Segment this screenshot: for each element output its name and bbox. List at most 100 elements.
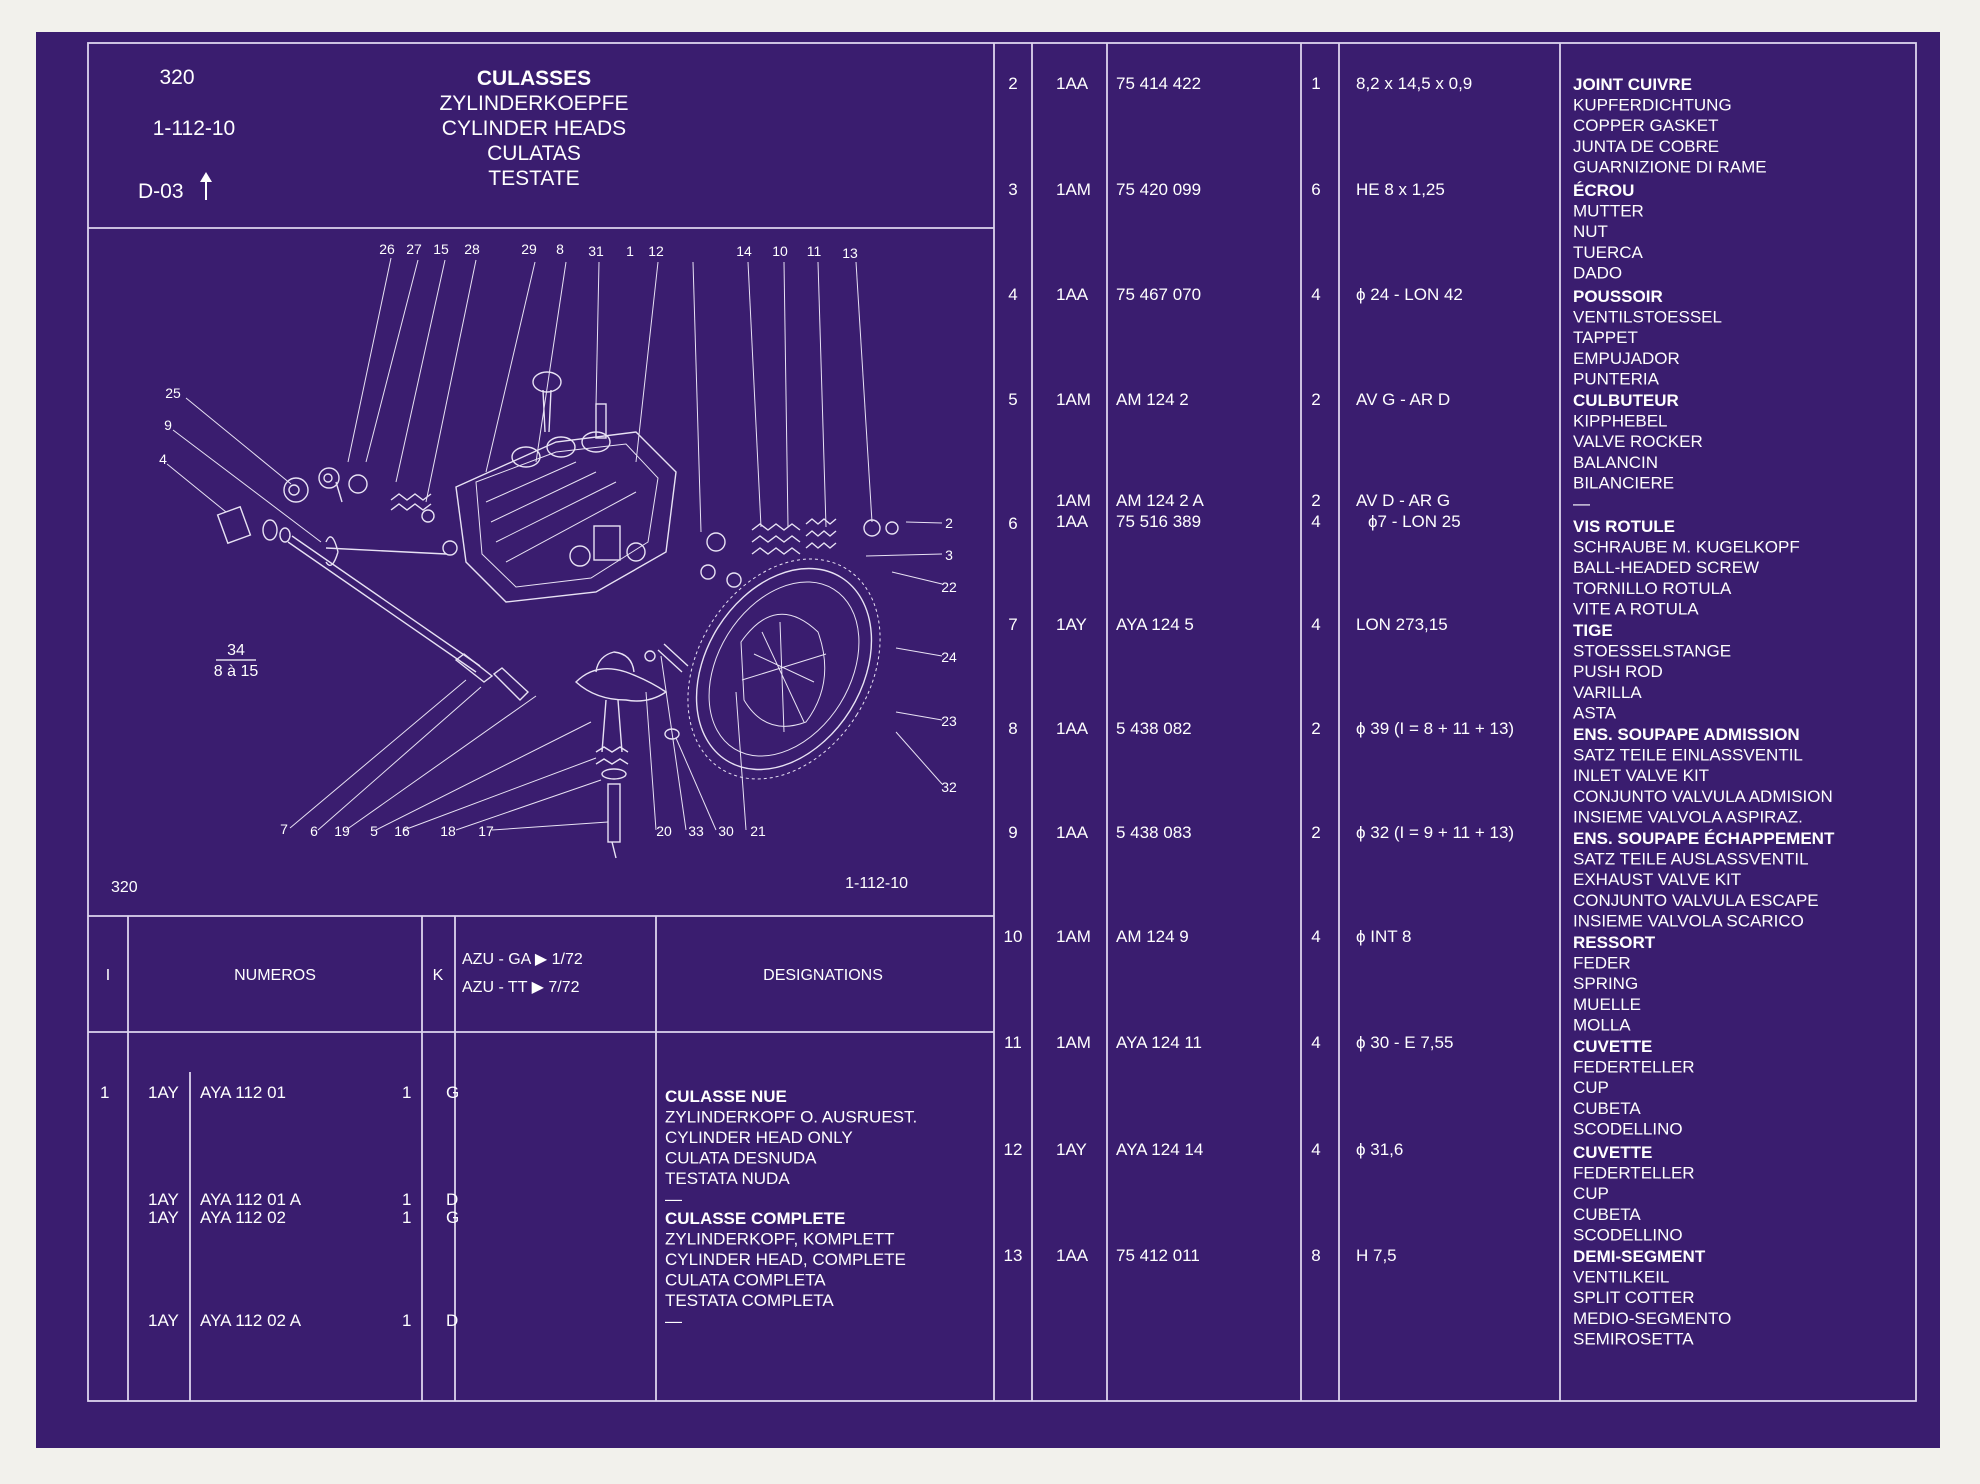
row-quantity: 1 xyxy=(402,1190,411,1209)
diagram-caption-left: 320 xyxy=(111,879,138,896)
callout-number: 14 xyxy=(736,243,752,259)
designation-line: ZYLINDERKOPF O. AUSRUEST. xyxy=(665,1108,917,1127)
row-index: 5 xyxy=(1008,390,1017,409)
row-part-number: 75 420 099 xyxy=(1116,180,1201,199)
row-part-number: 5 438 082 xyxy=(1116,719,1192,738)
callout-number: 19 xyxy=(334,823,350,839)
row-index: 8 xyxy=(1008,719,1017,738)
designation-line: TORNILLO ROTULA xyxy=(1573,579,1732,598)
designation-line: KUPFERDICHTUNG xyxy=(1573,96,1732,115)
designation-line: PUSH ROD xyxy=(1573,662,1663,681)
designation-line: CONJUNTO VALVULA ESCAPE xyxy=(1573,891,1819,910)
callout-number: 9 xyxy=(164,417,172,433)
row-index: 7 xyxy=(1008,615,1017,634)
row-prefix-2: 1AA xyxy=(1056,512,1089,531)
title-de: ZYLINDERKOEPFE xyxy=(439,92,628,115)
designation-line: SCHRAUBE M. KUGELKOPF xyxy=(1573,538,1800,557)
designation-title: TIGE xyxy=(1573,621,1613,640)
row-prefix: 1AM xyxy=(1056,390,1091,409)
designation-line: SATZ TEILE AUSLASSVENTIL xyxy=(1573,850,1809,869)
row-spec: AV G - AR D xyxy=(1356,390,1450,409)
row-quantity-2: 4 xyxy=(1311,512,1320,531)
row-part-number: 75 467 070 xyxy=(1116,285,1201,304)
row-quantity: 4 xyxy=(1311,927,1320,946)
designation-block: CULASSE COMPLETE ZYLINDERKOPF, KOMPLETT … xyxy=(665,1209,906,1331)
table-header: I NUMEROS K AZU - GA ▶ 1/72 AZU - TT ▶ 7… xyxy=(106,951,883,996)
row-spec: ϕ 31,6 xyxy=(1356,1140,1403,1159)
designation-title: CULASSE NUE xyxy=(665,1087,787,1106)
row-part-number: AYA 124 11 xyxy=(1116,1033,1202,1052)
designation-title: VIS ROTULE xyxy=(1573,517,1675,536)
callout-number: 12 xyxy=(648,243,664,259)
callout-number: 31 xyxy=(588,243,604,259)
callout-number: 11 xyxy=(807,243,822,259)
row-spec: ϕ 24 - LON 42 xyxy=(1356,285,1463,304)
callout-number: 15 xyxy=(433,241,449,257)
designation-line: PUNTERIA xyxy=(1573,369,1660,388)
designation-line: CULATA DESNUDA xyxy=(665,1149,817,1168)
designation-line: SCODELLINO xyxy=(1573,1225,1683,1244)
designation-line: CULATA COMPLETA xyxy=(665,1271,826,1290)
row-prefix: 1AM xyxy=(1056,180,1091,199)
row-prefix: 1AA xyxy=(1056,285,1089,304)
row-spec: AV D - AR G xyxy=(1356,491,1450,510)
callout-number: 16 xyxy=(394,823,410,839)
callout-number: 33 xyxy=(688,823,704,839)
designation-line: MOLLA xyxy=(1573,1015,1631,1034)
callout-number: 13 xyxy=(842,245,858,261)
row-part-number: AM 124 9 xyxy=(1116,927,1189,946)
designation-line: — xyxy=(665,1312,682,1331)
page-number: 320 xyxy=(159,66,194,89)
designation-line: NUT xyxy=(1573,222,1608,241)
table-row: 1AY AYA 112 02 1 G xyxy=(148,1208,459,1227)
designation-line: CUBETA xyxy=(1573,1205,1641,1224)
sheet-drawing: 320 1-112-10 D-03 CULASSES ZYLINDERKOEPF… xyxy=(87,42,1917,1402)
row-spec: ϕ 32 (I = 9 + 11 + 13) xyxy=(1356,823,1514,842)
callout-number: 32 xyxy=(941,779,957,795)
designation-line: ASTA xyxy=(1573,703,1617,722)
row-spec: HE 8 x 1,25 xyxy=(1356,180,1445,199)
designation-title: CUVETTE xyxy=(1573,1037,1652,1056)
diagram-linework xyxy=(166,257,943,859)
row-spec: ϕ 30 - E 7,55 xyxy=(1356,1033,1453,1052)
designation-line: TESTATA COMPLETA xyxy=(665,1291,834,1310)
designation-line: VENTILKEIL xyxy=(1573,1268,1669,1287)
left-parts-table: 1 1AY AYA 112 01 1 G 1AY AYA 112 01 A 1 … xyxy=(100,1083,459,1330)
designation-line: INSIEME VALVOLA ASPIRAZ. xyxy=(1573,807,1803,826)
callout-number: 8 xyxy=(556,241,564,257)
callout-number: 17 xyxy=(478,823,494,839)
callout-number: 10 xyxy=(772,243,788,259)
row-prefix: 1AY xyxy=(148,1190,179,1209)
row-k: G xyxy=(446,1208,459,1227)
designation-line: EMPUJADOR xyxy=(1573,349,1680,368)
callout-number: 7 xyxy=(280,821,288,837)
designation-block: POUSSOIRVENTILSTOESSELTAPPETEMPUJADORPUN… xyxy=(1573,287,1722,388)
designation-title: ENS. SOUPAPE ÉCHAPPEMENT xyxy=(1573,829,1835,848)
designation-title: POUSSOIR xyxy=(1573,287,1663,306)
designation-line: JUNTA DE COBRE xyxy=(1573,137,1719,156)
callout-number: 28 xyxy=(464,241,480,257)
row-part-number: 5 438 083 xyxy=(1116,823,1192,842)
callout-number: 24 xyxy=(941,649,957,665)
designation-line: CUBETA xyxy=(1573,1099,1641,1118)
table-row: 1AY AYA 112 02 A 1 D xyxy=(148,1311,458,1330)
row-k: G xyxy=(446,1083,459,1102)
row-spec: ϕ 39 (I = 8 + 11 + 13) xyxy=(1356,719,1514,738)
fraction-bottom: 8 à 15 xyxy=(214,663,259,680)
row-quantity: 4 xyxy=(1311,285,1320,304)
row-index: 12 xyxy=(1004,1140,1023,1159)
title-en: CYLINDER HEADS xyxy=(442,117,626,140)
designation-line: FEDER xyxy=(1573,954,1631,973)
fraction-top: 34 xyxy=(227,642,245,659)
callout-number: 29 xyxy=(521,241,537,257)
designation-line: — xyxy=(665,1190,682,1209)
row-quantity: 4 xyxy=(1311,1033,1320,1052)
designation-title: JOINT CUIVRE xyxy=(1573,75,1692,94)
